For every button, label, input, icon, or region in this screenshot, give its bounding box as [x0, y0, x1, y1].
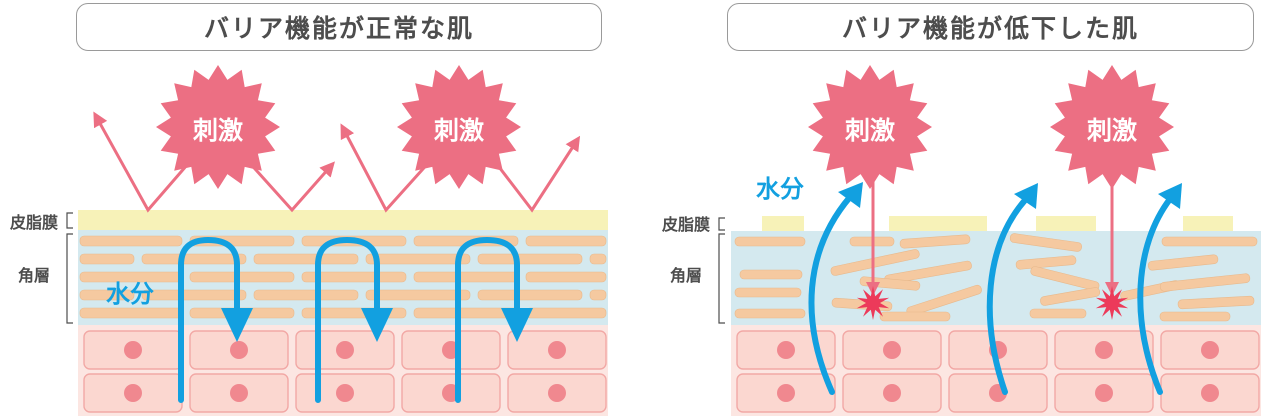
stimulus-burst: 刺激 — [1050, 65, 1174, 189]
cell-nucleus — [777, 341, 795, 359]
stimulus-label: 刺激 — [1087, 116, 1137, 145]
moisture-escape-arrows — [808, 194, 1173, 395]
stratum-bracket — [718, 233, 725, 324]
cell-nucleus — [883, 341, 901, 359]
cell-nucleus — [230, 341, 248, 359]
lipid-brick — [589, 253, 607, 265]
penetrating-stimulus-arrows — [871, 168, 1114, 285]
lipid-brick — [525, 235, 607, 247]
moisture-arrowheads — [221, 308, 533, 342]
stimulus-label: 刺激 — [193, 116, 243, 145]
moisture-label: 水分 — [106, 280, 154, 308]
lipid-brick — [477, 289, 583, 301]
lipid-brick — [253, 253, 359, 265]
lipid-brick — [589, 289, 607, 301]
lipid-brick — [365, 253, 471, 265]
moisture-escape-arrowheads — [838, 182, 1182, 209]
sebum-label: 皮脂膜 — [9, 213, 58, 232]
lipid-brick — [189, 271, 295, 283]
cell-nucleus — [336, 384, 354, 402]
sebum-film — [78, 210, 608, 230]
lipid-brick — [413, 271, 519, 283]
disordered-lipids — [734, 233, 1258, 322]
lipid-brick — [253, 289, 359, 301]
normal-skin-title: バリア機能が正常な肌 — [76, 3, 602, 51]
cell-nucleus — [336, 341, 354, 359]
lipid-brick — [365, 289, 471, 301]
lipid-brick — [79, 289, 135, 301]
cell-nucleus — [548, 341, 566, 359]
lipid-brick — [79, 235, 183, 247]
stimulus-label: 刺激 — [434, 116, 484, 145]
lipid-brick — [79, 307, 183, 319]
normal-skin-panel: 刺激 刺激 水分 皮脂膜 角層 — [9, 65, 608, 416]
damaged-skin-title: バリア機能が低下した肌 — [727, 3, 1254, 51]
broken-sebum-film — [762, 216, 1233, 231]
lipid-brick — [525, 307, 607, 319]
cell-nucleus — [124, 384, 142, 402]
stimulus-burst: 刺激 — [156, 65, 280, 189]
cell-nucleus — [230, 384, 248, 402]
stimulus-label: 刺激 — [845, 116, 895, 145]
sebum-bracket — [718, 217, 725, 231]
stimulus-burst: 刺激 — [808, 65, 932, 189]
impact-mark — [856, 286, 890, 320]
damaged-skin-panel: 刺激 刺激 水分 皮脂膜 角層 — [661, 65, 1261, 416]
impact-mark — [1095, 286, 1129, 320]
cell-nucleus — [1201, 384, 1219, 402]
cell-nucleus — [777, 384, 795, 402]
stratum-bracket — [66, 233, 73, 324]
cell-nucleus — [1095, 341, 1113, 359]
cell-nucleus — [1095, 384, 1113, 402]
cell-nucleus — [124, 341, 142, 359]
sebum-bracket — [66, 212, 73, 229]
stratum-label: 角層 — [670, 266, 702, 285]
skin-cells-left — [83, 330, 607, 413]
lipid-brick — [477, 253, 583, 265]
lipid-brick — [141, 289, 247, 301]
cell-nucleus — [1201, 341, 1219, 359]
lipid-brick — [141, 253, 247, 265]
sebum-label: 皮脂膜 — [661, 215, 710, 234]
cell-nucleus — [548, 384, 566, 402]
stratum-label: 角層 — [18, 266, 50, 285]
moisture-label: 水分 — [756, 175, 804, 203]
stimulus-burst: 刺激 — [397, 65, 521, 189]
moisture-retention-arrows — [178, 236, 520, 403]
lipid-brick — [79, 253, 135, 265]
cell-nucleus — [883, 384, 901, 402]
lipid-brick — [525, 271, 607, 283]
